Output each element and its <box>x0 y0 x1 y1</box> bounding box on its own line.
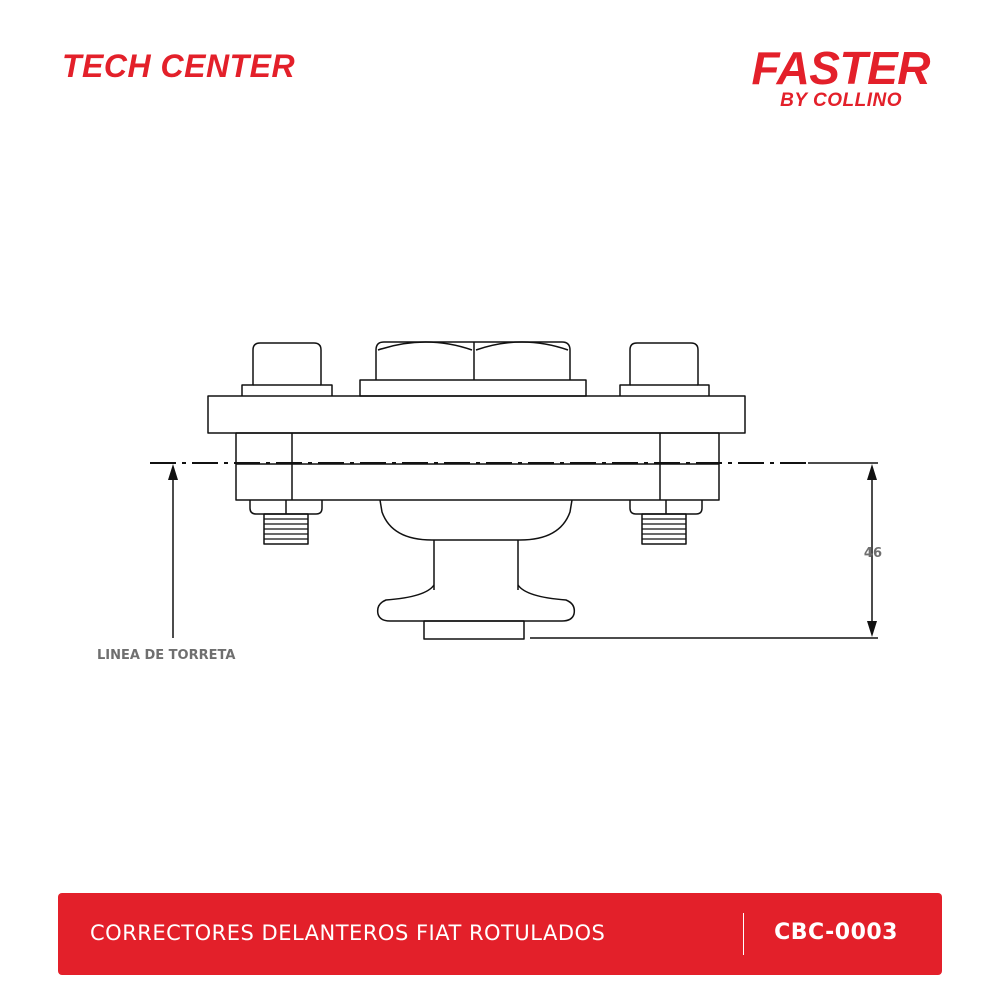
faster-logo: FASTER BY COLLINO <box>751 42 931 112</box>
product-banner: CORRECTORES DELANTEROS FIAT ROTULADOS CB… <box>58 893 942 975</box>
right-bolt-head <box>619 342 710 396</box>
banner-separator <box>743 913 744 955</box>
product-code: CBC-0003 <box>774 920 898 945</box>
faster-logo-sub: BY COLLINO <box>780 90 902 111</box>
tech-center-logo: TECH CENTER <box>62 48 296 84</box>
faster-logo-main: FASTER <box>751 42 931 94</box>
bottom-stud <box>423 620 525 640</box>
dimension-value: 46 <box>864 546 882 561</box>
turret-line-label: LINEA DE TORRETA <box>97 648 235 663</box>
lower-body <box>235 432 720 501</box>
washer <box>359 379 587 397</box>
product-title: CORRECTORES DELANTEROS FIAT ROTULADOS <box>90 921 606 945</box>
top-plate <box>207 395 746 434</box>
central-dome <box>379 499 573 541</box>
left-bolt-head <box>241 342 333 396</box>
neck <box>433 540 519 590</box>
central-hex-nut <box>375 341 571 380</box>
swivel-base <box>376 584 576 622</box>
